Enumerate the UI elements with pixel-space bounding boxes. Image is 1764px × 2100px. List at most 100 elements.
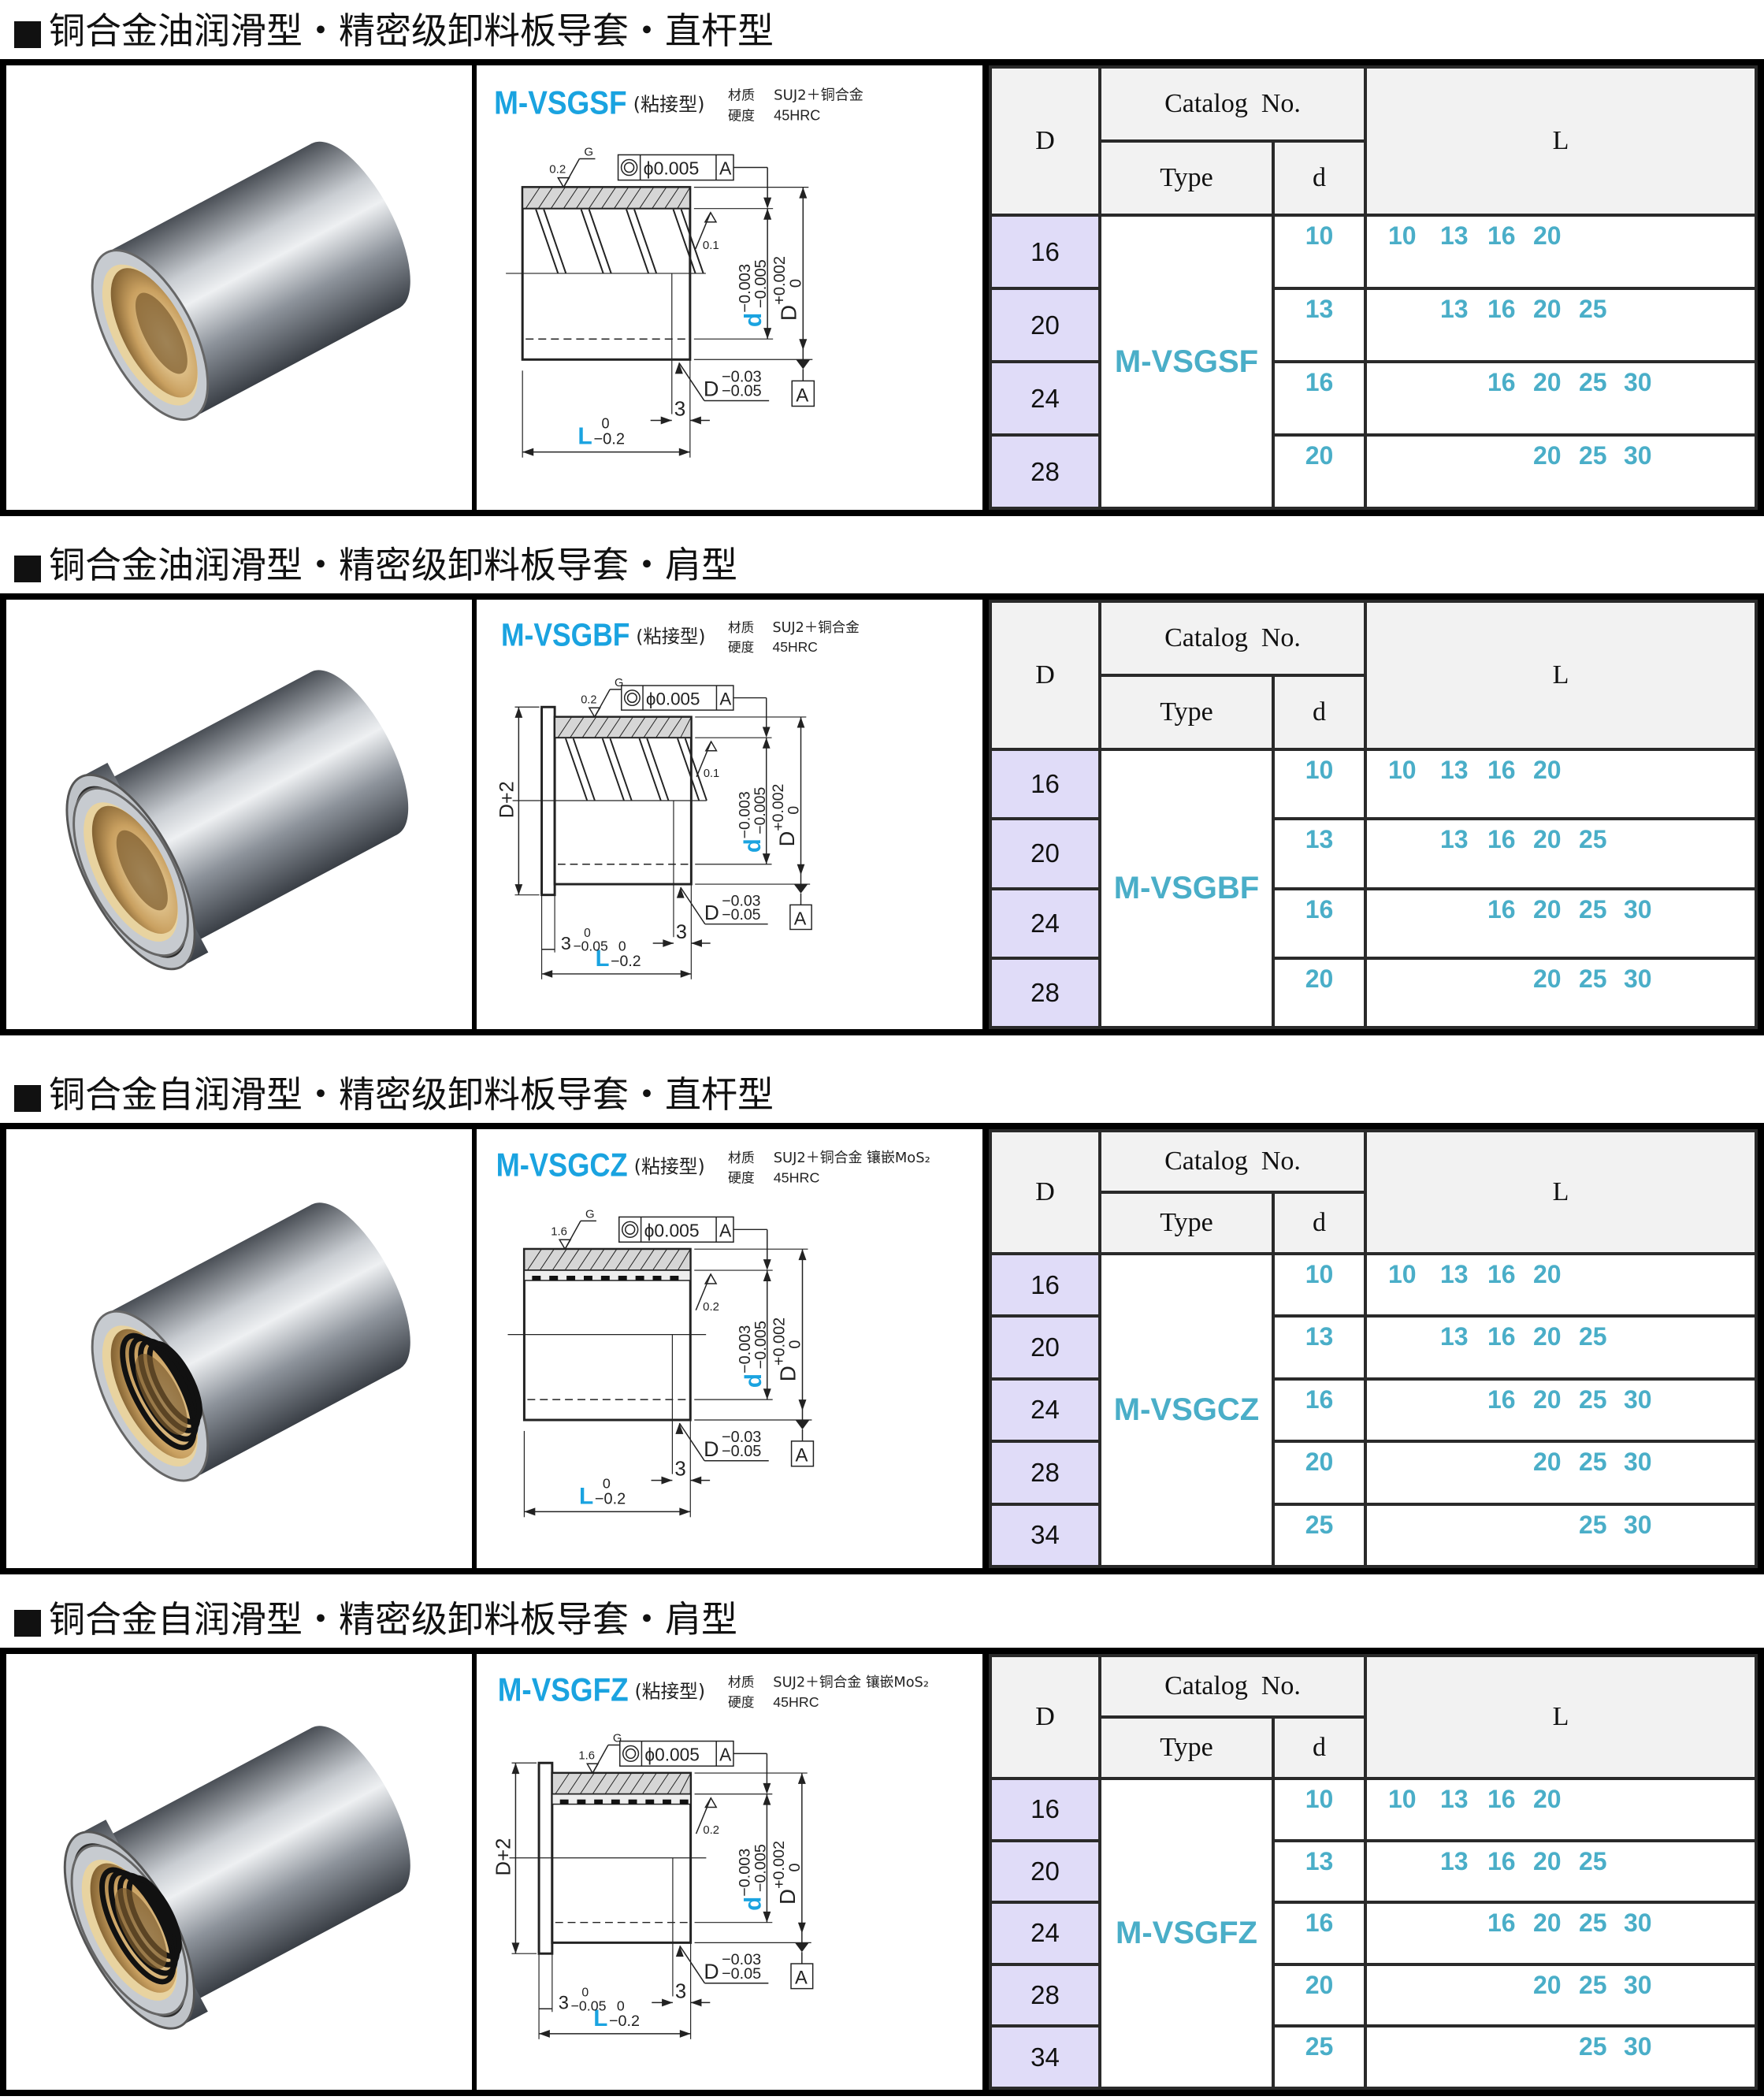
mos2-plug — [635, 1275, 644, 1280]
concentricity-icon — [622, 1745, 640, 1763]
cell-D: 16 — [989, 1251, 1101, 1318]
dimension-line — [641, 1772, 657, 1795]
L-value: 16 — [1487, 1909, 1516, 1938]
hardness-value: 45HRC — [773, 639, 818, 655]
L-value: 13 — [1440, 295, 1469, 323]
L-value: 25 — [1579, 295, 1607, 323]
dimension-line — [678, 362, 705, 401]
L-value: 20 — [1533, 964, 1562, 993]
L-value: 25 — [1579, 1510, 1607, 1539]
mos2-plug — [559, 1799, 569, 1805]
dimension-line — [592, 1745, 609, 1774]
datum-box — [790, 1440, 815, 1467]
dimension-line — [664, 187, 680, 209]
L-value: 16 — [1487, 1785, 1516, 1813]
arrowhead — [690, 1476, 702, 1485]
L-value: 13 — [1440, 1260, 1469, 1288]
grind-mark: G — [585, 1208, 595, 1221]
datum-triangle — [793, 884, 808, 894]
dimension-line — [665, 1248, 680, 1271]
bushing-image — [91, 141, 410, 422]
L-letter: L — [579, 1483, 593, 1509]
L-value: 30 — [1624, 1970, 1652, 1999]
dimension-line — [695, 1797, 711, 1834]
L-value: 20 — [1533, 368, 1562, 396]
arrowhead — [676, 886, 685, 898]
graphite-ring — [99, 1867, 176, 1985]
concentricity-value: ϕ0.005 — [644, 1220, 700, 1240]
L-value: 25 — [1579, 1846, 1607, 1875]
dimension-line — [601, 187, 616, 209]
dimension-line — [626, 209, 650, 274]
cell-d: 13 — [1272, 1838, 1367, 1905]
cell-D: 34 — [989, 1502, 1101, 1569]
arrowhead — [763, 208, 772, 220]
cell-D: 28 — [989, 1962, 1101, 2028]
header-type: Type — [1098, 674, 1275, 751]
arrowhead — [763, 1782, 771, 1794]
cell-D: 24 — [989, 1377, 1101, 1444]
D-tol-lower: 0 — [785, 806, 803, 815]
dimension-line — [555, 1772, 570, 1795]
dimension-line — [589, 1248, 605, 1271]
d-tol-upper: −0.003 — [737, 264, 754, 313]
dimension-line — [539, 1248, 555, 1271]
L-value: 25 — [1579, 825, 1607, 854]
mos2-plug — [611, 1799, 620, 1805]
flange-diameter: D+2 — [493, 1838, 515, 1876]
d-tol-lower: −0.005 — [752, 1844, 769, 1892]
arrowhead — [690, 1998, 702, 2007]
cell-D: 16 — [989, 747, 1101, 821]
dimension-line — [639, 187, 655, 209]
bushing-photo — [91, 1202, 410, 1482]
arrowhead — [514, 707, 523, 718]
datum-triangle — [794, 1942, 809, 1953]
header-D: D — [989, 1654, 1101, 1780]
cell-d: 25 — [1272, 2024, 1367, 2090]
bushing-photo — [91, 141, 410, 422]
arrowhead — [797, 864, 805, 875]
flange-diameter: D+2 — [496, 781, 518, 818]
dimension-line — [638, 738, 662, 801]
bushing-image — [91, 1202, 410, 1482]
product-image — [6, 65, 477, 510]
bullet-square-icon — [14, 21, 41, 48]
bronze-layer — [554, 715, 693, 739]
cell-d: 10 — [1272, 747, 1367, 821]
L-value: 20 — [1533, 1260, 1562, 1288]
arrowhead — [539, 2029, 550, 2038]
chamfer-tol-lower: −0.05 — [722, 1965, 761, 1983]
D-letter: D — [775, 1889, 800, 1905]
section-title: 铜合金油润滑型・精密级卸料板导套・直杆型 — [0, 0, 1764, 59]
flange-tol-upper: 0 — [581, 1987, 589, 2000]
dimension-line — [680, 209, 704, 274]
arrowhead — [763, 328, 772, 340]
datum-ref: A — [719, 1220, 732, 1240]
L-value: 30 — [1624, 1510, 1652, 1539]
mos2-plug — [583, 1275, 592, 1280]
datum-label: A — [796, 385, 808, 406]
L-value: 20 — [1533, 441, 1562, 470]
mos2-plug — [628, 1799, 637, 1805]
cell-D: 20 — [989, 287, 1101, 363]
dimension-line — [617, 1772, 632, 1795]
hardness-value: 45HRC — [773, 1694, 819, 1710]
dimension-line — [615, 1248, 630, 1271]
header-type: Type — [1098, 1715, 1275, 1780]
L-value: 10 — [1388, 756, 1417, 784]
dimension-line — [604, 1772, 620, 1795]
L-value: 13 — [1440, 1846, 1469, 1875]
roughness-symbol — [704, 211, 718, 223]
